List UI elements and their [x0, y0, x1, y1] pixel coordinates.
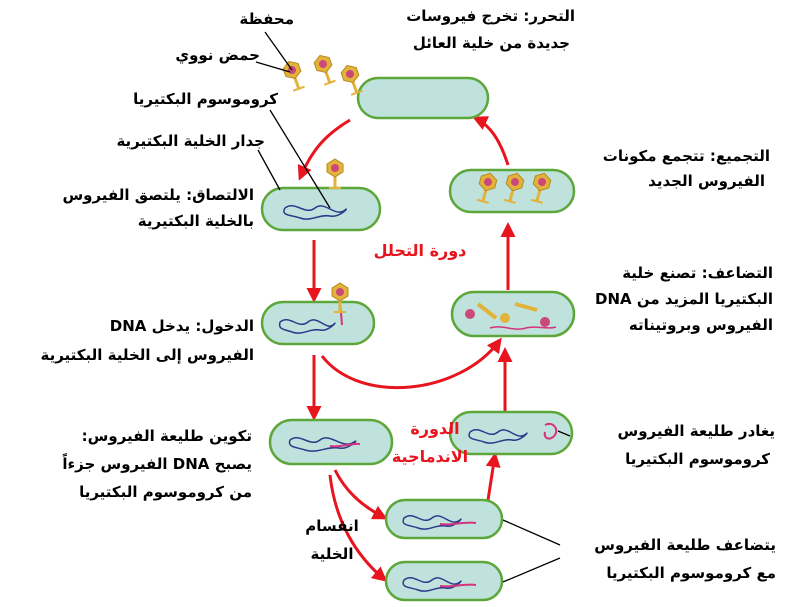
capsid-label: محفظة	[212, 8, 294, 30]
free-phages	[281, 53, 364, 96]
cell-division-label-line1: انقسام	[292, 515, 372, 537]
prophage-label-line1: تكوين طليعة الفيروس:	[30, 425, 252, 447]
arrow-division-to-exit	[488, 455, 495, 500]
attachment-label-line1: الالتصاق: يلتصق الفيروس	[18, 184, 254, 206]
attachment-label-line2: بالخلية البكتيرية	[100, 210, 254, 232]
prophage-replicates-label-line1: يتضاعف طليعة الفيروس	[566, 534, 776, 556]
arrow-entry-to-replication	[322, 340, 500, 388]
replication-label-line2: البكتيريا المزيد من DNA	[588, 288, 773, 310]
release-label-line1: التحرر: تخرج فيروسات	[380, 5, 575, 27]
lysogenic-cycle-label-line1: الدورة	[395, 418, 475, 440]
prophage-label-line2: يصبح DNA الفيروس جزءاً	[20, 453, 252, 475]
replication-label-line3: الفيروس وبروتيناته	[588, 314, 773, 336]
lysogenic-cycle-label-line2: الاندماجية	[380, 446, 480, 468]
cell-prophage	[270, 420, 392, 464]
prophage-exits-label-line2: كروموسوم البكتيريا	[585, 448, 770, 470]
prophage-label-line3: من كروموسوم البكتيريا	[30, 481, 252, 503]
cell-assembly	[450, 170, 574, 212]
prophage-exits-label-line1: يغادر طليعة الفيروس	[585, 420, 775, 442]
cell-release	[358, 78, 488, 118]
arrow-assembly-to-release	[475, 118, 508, 165]
cell-entry	[262, 283, 374, 344]
prophage-replicates-label-line2: مع كروموسوم البكتيريا	[566, 562, 776, 584]
cell-division-label-line2: الخلية	[292, 543, 372, 565]
release-label-line2: جديدة من خلية العائل	[390, 32, 570, 54]
cell-wall-label: جدار الخلية البكتيرية	[100, 130, 265, 152]
assembly-label-line1: التجميع: تتجمع مكونات	[585, 145, 770, 167]
nucleic-acid-label: حمض نووي	[160, 44, 260, 66]
cell-replication	[452, 292, 574, 336]
cell-division-upper	[386, 500, 502, 538]
entry-label-line2: الفيروس إلى الخلية البكتيرية	[40, 344, 254, 366]
bacterial-chromosome-label: كروموسوم البكتيريا	[100, 88, 278, 110]
assembly-label-line2: الفيروس الجديد	[600, 170, 765, 192]
lytic-cycle-label: دورة التحلل	[360, 240, 480, 262]
replication-label-line1: التضاعف: تصنع خلية	[588, 262, 773, 284]
entry-label-line1: الدخول: يدخل DNA	[60, 315, 254, 337]
cell-division-lower	[386, 562, 502, 600]
arrow-prophage-to-division-1	[335, 470, 385, 518]
